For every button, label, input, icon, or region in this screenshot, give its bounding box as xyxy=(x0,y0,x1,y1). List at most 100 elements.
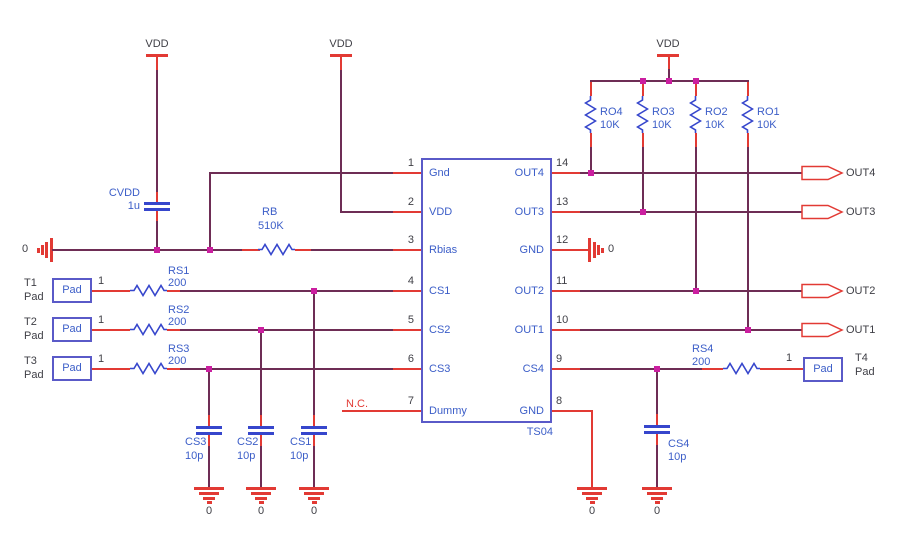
resistor-rs2-lead[interactable] xyxy=(167,329,180,331)
wire-cs2-gnd[interactable] xyxy=(260,446,262,487)
ground-symbol-cs4[interactable] xyxy=(655,501,660,504)
vdd-symbol-3[interactable] xyxy=(657,54,679,57)
wire-out4[interactable] xyxy=(580,172,803,174)
ground-symbol-cs3[interactable] xyxy=(199,492,219,495)
ic-pin13-stub[interactable] xyxy=(552,211,580,213)
wire-rbias[interactable] xyxy=(52,249,242,251)
port-out1-symbol[interactable] xyxy=(801,322,845,338)
ic-pin3-stub[interactable] xyxy=(393,249,421,251)
wire-vdd2[interactable] xyxy=(340,70,342,213)
wire-vdd1[interactable] xyxy=(156,57,158,70)
wire-vdd2[interactable] xyxy=(340,211,393,213)
resistor-rs3-lead[interactable] xyxy=(92,368,130,370)
cap-cvdd-lead[interactable] xyxy=(156,211,158,221)
ground-symbol-pin12[interactable] xyxy=(588,238,591,262)
cap-cs2-lead[interactable] xyxy=(260,415,262,426)
resistor-rs4-symbol[interactable] xyxy=(723,362,760,375)
resistor-rs3-lead[interactable] xyxy=(167,368,180,370)
resistor-rs1-lead[interactable] xyxy=(167,290,180,292)
cap-cs4-lead[interactable] xyxy=(656,434,658,445)
cap-cs4-symbol[interactable] xyxy=(644,425,670,428)
resistor-rb-lead[interactable] xyxy=(295,249,311,251)
resistor-ro1-lead[interactable] xyxy=(747,82,749,96)
wire-cs3[interactable] xyxy=(180,368,393,370)
cap-cs4-symbol[interactable] xyxy=(644,431,670,434)
ic-pin2-stub[interactable] xyxy=(393,211,421,213)
ground-symbol-pin8[interactable] xyxy=(590,501,595,504)
wire-out1[interactable] xyxy=(580,329,803,331)
resistor-ro3-lead[interactable] xyxy=(642,133,644,147)
cap-cs3-symbol[interactable] xyxy=(196,426,222,429)
resistor-rs2-symbol[interactable] xyxy=(130,323,167,336)
wire-cs4[interactable] xyxy=(580,368,702,370)
wire-cs1[interactable] xyxy=(180,290,393,292)
resistor-rs4-lead[interactable] xyxy=(760,368,803,370)
cap-cs3-symbol[interactable] xyxy=(196,432,222,435)
resistor-rs2-lead[interactable] xyxy=(92,329,130,331)
ground-symbol-cs1[interactable] xyxy=(299,487,329,490)
wire-pin8-gnd[interactable] xyxy=(591,410,593,487)
wire-out1[interactable] xyxy=(747,147,749,330)
ground-symbol-pin8[interactable] xyxy=(577,487,607,490)
ground-symbol-left[interactable] xyxy=(50,238,53,262)
ground-symbol-cs2[interactable] xyxy=(246,487,276,490)
pad-t2-symbol[interactable]: Pad xyxy=(52,317,92,342)
cap-cs3-lead[interactable] xyxy=(208,435,210,446)
wire-gnd-pin1[interactable] xyxy=(209,172,393,174)
wire-cs1-cap[interactable] xyxy=(313,291,315,415)
ic-pin8-stub[interactable] xyxy=(552,410,593,412)
ground-symbol-left[interactable] xyxy=(37,248,40,253)
resistor-ro2-lead[interactable] xyxy=(695,82,697,96)
cap-cs2-lead[interactable] xyxy=(260,435,262,446)
ic-pin11-stub[interactable] xyxy=(552,290,580,292)
vdd-symbol-1[interactable] xyxy=(146,54,168,57)
resistor-rs4-lead[interactable] xyxy=(702,368,723,370)
wire-cs3-cap[interactable] xyxy=(208,369,210,415)
cap-cs1-symbol[interactable] xyxy=(301,432,327,435)
resistor-ro1-lead[interactable] xyxy=(747,133,749,147)
cap-cs1-lead[interactable] xyxy=(313,435,315,446)
cap-cs2-symbol[interactable] xyxy=(248,426,274,429)
ground-symbol-cs1[interactable] xyxy=(308,497,320,500)
ground-symbol-pin12[interactable] xyxy=(601,248,604,253)
ic-pin14-stub[interactable] xyxy=(552,172,580,174)
cap-cs1-lead[interactable] xyxy=(313,415,315,426)
wire-vdd2[interactable] xyxy=(340,57,342,70)
ground-symbol-left[interactable] xyxy=(45,242,48,258)
wire-cs3-gnd[interactable] xyxy=(208,446,210,487)
wire-rbias[interactable] xyxy=(311,249,393,251)
ic-pin7-stub[interactable] xyxy=(342,410,421,412)
resistor-rs1-lead[interactable] xyxy=(92,290,130,292)
ic-pin6-stub[interactable] xyxy=(393,368,421,370)
wire-cs1-gnd[interactable] xyxy=(313,446,315,487)
resistor-ro2-lead[interactable] xyxy=(695,133,697,147)
cap-cvdd-lead[interactable] xyxy=(156,192,158,202)
ground-symbol-cs2[interactable] xyxy=(259,501,264,504)
port-out2-symbol[interactable] xyxy=(801,283,845,299)
wire-cvdd-gnd[interactable] xyxy=(156,221,158,250)
ic-pin5-stub[interactable] xyxy=(393,329,421,331)
ic-pin1-stub[interactable] xyxy=(393,172,421,174)
ground-symbol-pin12[interactable] xyxy=(597,245,600,255)
port-out4-symbol[interactable] xyxy=(801,165,845,181)
resistor-rs3-symbol[interactable] xyxy=(130,362,167,375)
resistor-rb-symbol[interactable] xyxy=(258,243,295,256)
vdd-symbol-2[interactable] xyxy=(330,54,352,57)
wire-cs2-cap[interactable] xyxy=(260,330,262,415)
resistor-ro3-lead[interactable] xyxy=(642,82,644,96)
ic-pin9-stub[interactable] xyxy=(552,368,580,370)
resistor-ro4-symbol[interactable] xyxy=(584,96,597,133)
ground-symbol-cs1[interactable] xyxy=(304,492,324,495)
ground-symbol-cs4[interactable] xyxy=(647,492,667,495)
wire-gnd-pin1[interactable] xyxy=(209,173,211,250)
pad-t4-symbol[interactable]: Pad xyxy=(803,357,843,382)
ground-symbol-left[interactable] xyxy=(41,245,44,255)
wire-out2[interactable] xyxy=(580,290,803,292)
ground-symbol-pin8[interactable] xyxy=(582,492,602,495)
ground-symbol-cs4[interactable] xyxy=(651,497,663,500)
resistor-ro1-symbol[interactable] xyxy=(741,96,754,133)
cap-cs2-symbol[interactable] xyxy=(248,432,274,435)
wire-out3[interactable] xyxy=(642,147,644,212)
resistor-rs1-symbol[interactable] xyxy=(130,284,167,297)
resistor-ro4-lead[interactable] xyxy=(590,82,592,96)
